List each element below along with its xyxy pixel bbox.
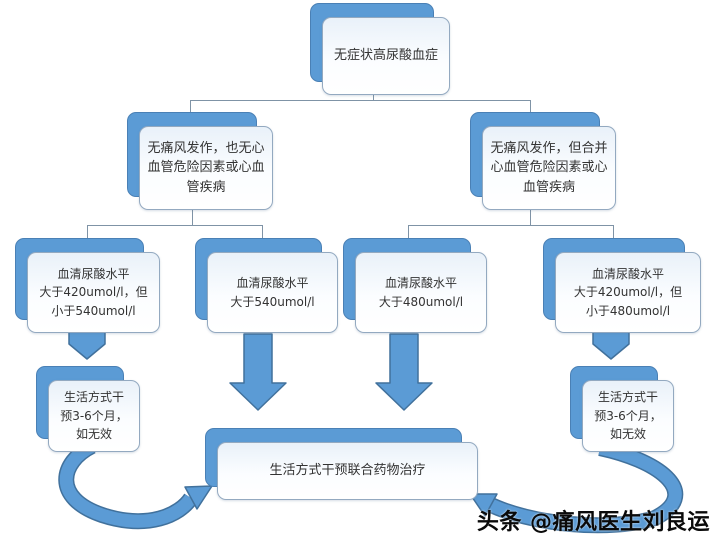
node-text-line: 血清尿酸水平 xyxy=(591,266,664,281)
node-text-line: 无症状高尿酸血症 xyxy=(333,48,438,64)
node-ua-480: 血清尿酸水平 大于480umol/l xyxy=(343,238,487,333)
node-text-line: 大于480umol/l xyxy=(378,294,464,309)
node-front-panel: 生活方式干 预3-6个月， 如无效 xyxy=(48,380,140,452)
connector-to-ua-540 xyxy=(262,225,263,240)
connector-root-stub xyxy=(373,95,374,101)
connector-right-branch-stub xyxy=(530,210,531,226)
node-text-line: 血清尿酸水平 xyxy=(384,275,457,290)
connector-to-ua-420-540 xyxy=(87,225,88,240)
connector-right-branch-horizontal xyxy=(408,225,614,226)
node-text-line: 生活方式干 xyxy=(63,390,124,405)
node-front-panel: 血清尿酸水平 大于540umol/l xyxy=(207,252,338,333)
curved-arrow-right-icon xyxy=(469,440,684,534)
node-combined-treatment: 生活方式干预联合药物治疗 xyxy=(205,428,478,500)
node-text-line: 预3-6个月， xyxy=(60,408,128,423)
node-text-line: 小于480umol/l xyxy=(585,303,671,318)
node-front-panel: 血清尿酸水平 大于420umol/l，但 小于540umol/l xyxy=(27,252,160,333)
node-text-line: 血管危险因素或心血 xyxy=(147,160,265,176)
node-ua-420-480: 血清尿酸水平 大于420umol/l，但 小于480umol/l xyxy=(543,238,701,333)
pentagon-down-arrow-icon xyxy=(68,329,106,360)
node-front-panel: 血清尿酸水平 大于420umol/l，但 小于480umol/l xyxy=(555,252,701,333)
node-text-line: 生活方式干预联合药物治疗 xyxy=(269,463,426,479)
down-arrow-icon xyxy=(229,333,287,411)
node-text-line: 血管疾病 xyxy=(522,179,575,195)
node-text-line: 预3-6个月， xyxy=(594,408,662,423)
node-front-panel: 生活方式干 预3-6个月， 如无效 xyxy=(582,380,674,452)
connector-left-branch-stub xyxy=(192,210,193,226)
pentagon-down-arrow-icon xyxy=(592,329,630,360)
node-text-line: 血清尿酸水平 xyxy=(236,275,309,290)
connector-root-to-right-branch xyxy=(530,100,531,113)
node-text-line: 大于540umol/l xyxy=(230,294,315,309)
node-text-line: 心血管危险因素或心 xyxy=(490,160,608,176)
node-left-branch: 无痛风发作，也无心 血管危险因素或心血 管疾病 xyxy=(127,112,273,210)
node-text-line: 生活方式干 xyxy=(597,390,658,405)
node-ua-420-540: 血清尿酸水平 大于420umol/l，但 小于540umol/l xyxy=(15,238,160,333)
node-ua-540: 血清尿酸水平 大于540umol/l xyxy=(195,238,338,333)
node-text-line: 小于540umol/l xyxy=(51,303,136,318)
node-text-line: 如无效 xyxy=(75,427,112,442)
node-text-line: 无痛风发作，但合并 xyxy=(490,140,608,156)
curved-arrow-left-icon xyxy=(58,440,213,530)
watermark-text: 头条 @痛风医生刘良运 xyxy=(476,510,710,535)
node-front-panel: 无症状高尿酸血症 xyxy=(322,17,450,95)
node-text-line: 管疾病 xyxy=(186,179,226,195)
node-text-line: 如无效 xyxy=(609,427,646,442)
arrowhead xyxy=(184,485,213,510)
connector-root-to-left-branch xyxy=(190,100,191,113)
connector-to-ua-420-480 xyxy=(613,225,614,240)
node-root: 无症状高尿酸血症 xyxy=(310,3,450,95)
connector-to-ua-480 xyxy=(408,225,409,240)
node-right-branch: 无痛风发作，但合并 心血管危险因素或心 血管疾病 xyxy=(470,112,616,210)
node-front-panel: 血清尿酸水平 大于480umol/l xyxy=(355,252,487,333)
node-front-panel: 无痛风发作，但合并 心血管危险因素或心 血管疾病 xyxy=(482,126,616,210)
connector-root-horizontal xyxy=(190,100,531,101)
node-lifestyle-right: 生活方式干 预3-6个月， 如无效 xyxy=(570,366,674,452)
node-lifestyle-left: 生活方式干 预3-6个月， 如无效 xyxy=(36,366,140,452)
node-front-panel: 无痛风发作，也无心 血管危险因素或心血 管疾病 xyxy=(139,126,273,210)
node-front-panel: 生活方式干预联合药物治疗 xyxy=(217,442,478,500)
arrowhead xyxy=(469,493,498,517)
connector-left-branch-horizontal xyxy=(87,225,263,226)
node-text-line: 无痛风发作，也无心 xyxy=(147,140,265,156)
down-arrow-icon xyxy=(375,333,433,411)
node-text-line: 大于420umol/l，但 xyxy=(39,285,148,300)
node-text-line: 大于420umol/l，但 xyxy=(573,285,683,300)
node-text-line: 血清尿酸水平 xyxy=(57,266,130,281)
